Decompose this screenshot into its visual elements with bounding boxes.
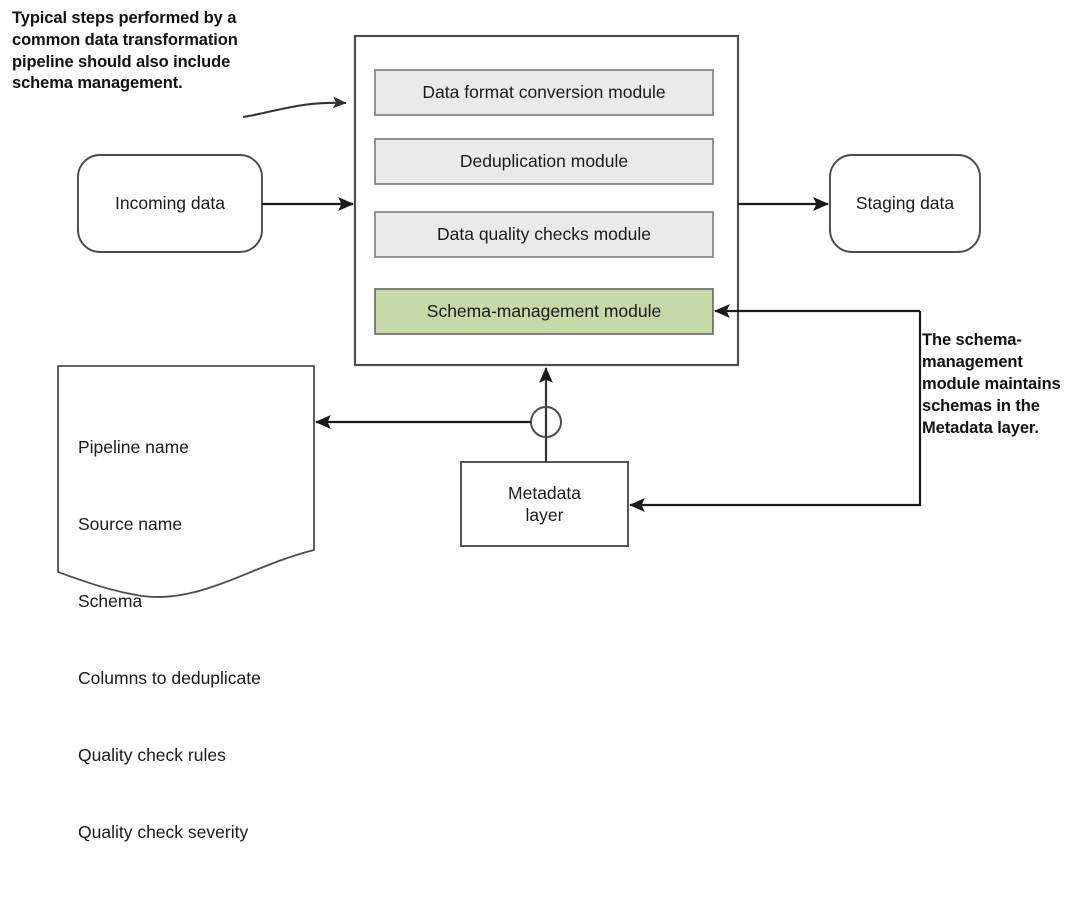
staging-data-box[interactable] <box>829 154 981 253</box>
annotation-right-side: The schema-management module maintains s… <box>922 331 1061 437</box>
metadata-attributes-document[interactable] <box>57 365 315 598</box>
list-item: Schema <box>78 591 143 611</box>
diagram-shapes <box>57 34 981 598</box>
list-item: Source name <box>78 514 183 535</box>
annotation-top-left: Typical steps performed by a common data… <box>12 9 238 93</box>
module-box-deduplication[interactable] <box>374 138 714 185</box>
list-item: Quality check severity <box>78 821 249 842</box>
module-box-data-quality-checks[interactable] <box>374 211 714 258</box>
list-item: Quality check rules <box>78 744 226 765</box>
diagram-canvas: Typical steps performed by a common data… <box>12 9 1061 842</box>
connector-metadata-to-schema-module <box>629 311 922 512</box>
metadata-attributes-list: Pipeline name Source name Schema Columns… <box>78 384 318 897</box>
list-item: Pipeline name <box>78 437 189 458</box>
metadata-layer-box[interactable] <box>460 461 629 547</box>
module-box-schema-management[interactable] <box>374 288 714 335</box>
list-item: Columns to deduplicate <box>78 667 261 688</box>
annotation-curve-arrow <box>242 96 347 119</box>
incoming-data-box[interactable] <box>77 154 263 253</box>
module-box-data-format-conversion[interactable] <box>374 69 714 116</box>
